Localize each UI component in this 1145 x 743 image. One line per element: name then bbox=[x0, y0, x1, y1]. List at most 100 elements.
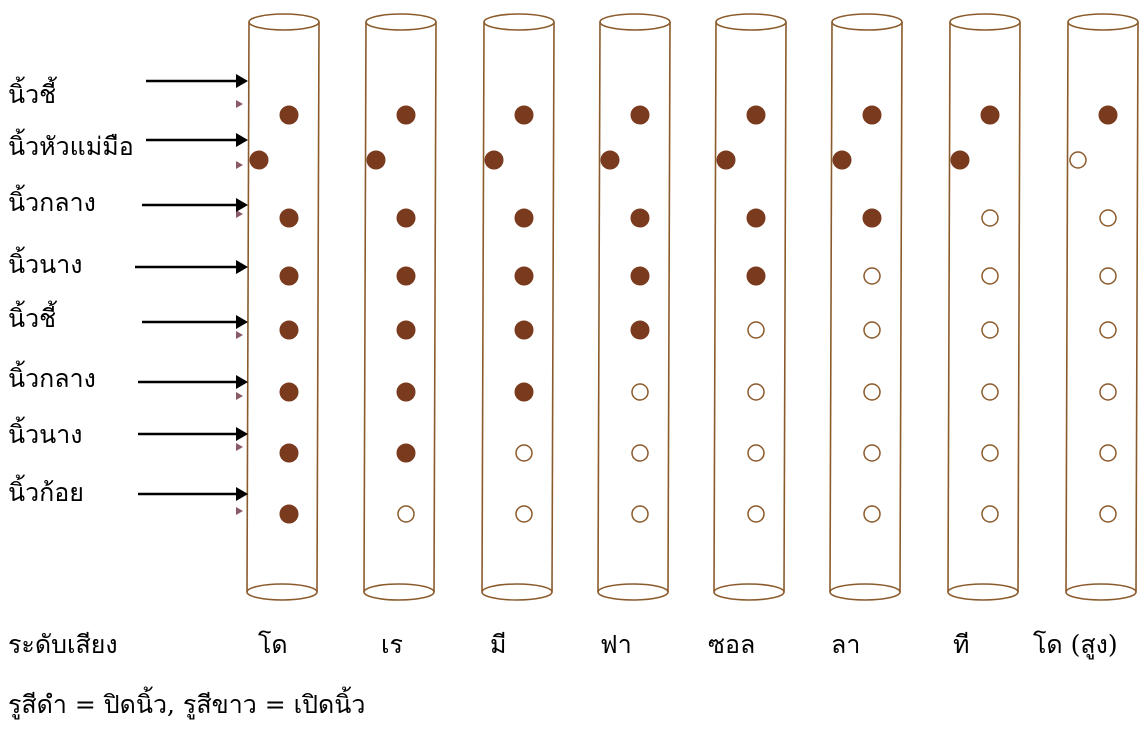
closed-hole-top bbox=[980, 105, 1000, 125]
tube-right-edge bbox=[1135, 21, 1139, 593]
finger-arrow-head bbox=[236, 315, 248, 329]
finger-arrow-head bbox=[236, 198, 248, 212]
tube-right-edge bbox=[1017, 21, 1021, 593]
open-hole-h8 bbox=[981, 505, 999, 523]
recorder-tube-mi bbox=[481, 13, 555, 601]
closed-hole-h8 bbox=[279, 504, 299, 524]
open-hole-h6 bbox=[863, 383, 881, 401]
closed-hole-h3 bbox=[396, 208, 416, 228]
open-hole-h6 bbox=[1099, 383, 1117, 401]
note-label-sol: ซอล bbox=[708, 630, 756, 659]
open-hole-h7 bbox=[747, 444, 765, 462]
open-hole-h5 bbox=[981, 321, 999, 339]
open-hole-h3 bbox=[1099, 209, 1117, 227]
finger-label-index-right: นิ้วชี้ bbox=[8, 304, 57, 333]
open-hole-h4 bbox=[981, 267, 999, 285]
open-hole-h6 bbox=[631, 383, 649, 401]
tube-bottom-rim bbox=[947, 583, 1019, 601]
finger-arrow-head bbox=[236, 375, 248, 389]
closed-hole-top bbox=[514, 105, 534, 125]
closed-hole-h4 bbox=[746, 266, 766, 286]
finger-arrow-head bbox=[236, 260, 248, 274]
closed-hole-top bbox=[1098, 105, 1118, 125]
note-label-do-high: โด (สูง) bbox=[1033, 630, 1118, 659]
closed-hole-h6 bbox=[396, 382, 416, 402]
closed-hole-h4 bbox=[630, 266, 650, 286]
recorder-tube-do-high bbox=[1065, 13, 1139, 601]
closed-hole-thumb bbox=[484, 150, 504, 170]
side-tick-mark bbox=[236, 507, 243, 515]
finger-label-index-top: นิ้วชี้ bbox=[8, 80, 57, 109]
side-tick-mark bbox=[236, 161, 243, 169]
tube-top-rim bbox=[483, 13, 555, 31]
closed-hole-top bbox=[279, 105, 299, 125]
tube-left-edge bbox=[246, 21, 250, 593]
finger-arrow-head bbox=[236, 74, 248, 88]
open-hole-h8 bbox=[397, 505, 415, 523]
tube-top-rim bbox=[715, 13, 787, 31]
tube-bottom-rim bbox=[597, 583, 669, 601]
finger-arrows bbox=[135, 74, 248, 501]
recorder-tube-fa bbox=[597, 13, 671, 601]
finger-arrow-head bbox=[236, 487, 248, 501]
closed-hole-thumb bbox=[366, 150, 386, 170]
open-hole-h8 bbox=[631, 505, 649, 523]
tube-left-edge bbox=[947, 21, 951, 593]
closed-hole-top bbox=[862, 105, 882, 125]
side-tick-mark bbox=[236, 392, 243, 400]
closed-hole-h5 bbox=[279, 320, 299, 340]
tube-left-edge bbox=[481, 21, 485, 593]
note-label-la: ลา bbox=[831, 630, 861, 659]
open-hole-h4 bbox=[863, 267, 881, 285]
finger-label-middle-left: นิ้วกลาง bbox=[8, 188, 96, 217]
tube-left-edge bbox=[363, 21, 367, 593]
note-label-re: เร bbox=[381, 630, 403, 659]
closed-hole-thumb bbox=[832, 150, 852, 170]
open-hole-h8 bbox=[747, 505, 765, 523]
tube-top-rim bbox=[949, 13, 1021, 31]
side-tick-mark bbox=[236, 331, 243, 339]
note-label-do: โด bbox=[258, 630, 288, 659]
tube-left-edge bbox=[597, 21, 601, 593]
finger-arrow-head bbox=[236, 133, 248, 147]
closed-hole-h7 bbox=[396, 443, 416, 463]
open-hole-h8 bbox=[1099, 505, 1117, 523]
open-hole-h5 bbox=[747, 321, 765, 339]
closed-hole-top bbox=[746, 105, 766, 125]
open-hole-h8 bbox=[863, 505, 881, 523]
closed-hole-thumb bbox=[249, 150, 269, 170]
tube-top-rim bbox=[365, 13, 437, 31]
tube-top-rim bbox=[248, 13, 320, 31]
recorder-tubes bbox=[236, 13, 1139, 601]
closed-hole-h5 bbox=[514, 320, 534, 340]
tube-top-rim bbox=[599, 13, 671, 31]
closed-hole-h3 bbox=[630, 208, 650, 228]
open-hole-h7 bbox=[863, 444, 881, 462]
closed-hole-h3 bbox=[514, 208, 534, 228]
closed-hole-h5 bbox=[396, 320, 416, 340]
closed-hole-h7 bbox=[279, 443, 299, 463]
recorder-tube-ti bbox=[947, 13, 1021, 601]
tube-right-edge bbox=[316, 21, 320, 593]
closed-hole-top bbox=[630, 105, 650, 125]
tube-bottom-rim bbox=[713, 583, 785, 601]
pitch-row-title: ระดับเสียง bbox=[8, 630, 118, 659]
closed-hole-h6 bbox=[279, 382, 299, 402]
tube-right-edge bbox=[433, 21, 437, 593]
open-hole-h5 bbox=[863, 321, 881, 339]
tube-bottom-rim bbox=[481, 583, 553, 601]
open-hole-h5 bbox=[1099, 321, 1117, 339]
recorder-tube-la bbox=[829, 13, 903, 601]
finger-arrow-head bbox=[236, 427, 248, 441]
tube-bottom-rim bbox=[363, 583, 435, 601]
tube-right-edge bbox=[783, 21, 787, 593]
legend-text: รูสีดำ = ปิดนิ้ว, รูสีขาว = เปิดนิ้ว bbox=[8, 690, 366, 719]
open-hole-h8 bbox=[515, 505, 533, 523]
closed-hole-h3 bbox=[862, 208, 882, 228]
finger-label-ring-left: นิ้วนาง bbox=[8, 250, 83, 279]
note-label-fa: ฟา bbox=[600, 630, 632, 659]
open-hole-h7 bbox=[1099, 444, 1117, 462]
open-hole-thumb bbox=[1069, 151, 1087, 169]
finger-label-middle-right: นิ้วกลาง bbox=[8, 364, 96, 393]
